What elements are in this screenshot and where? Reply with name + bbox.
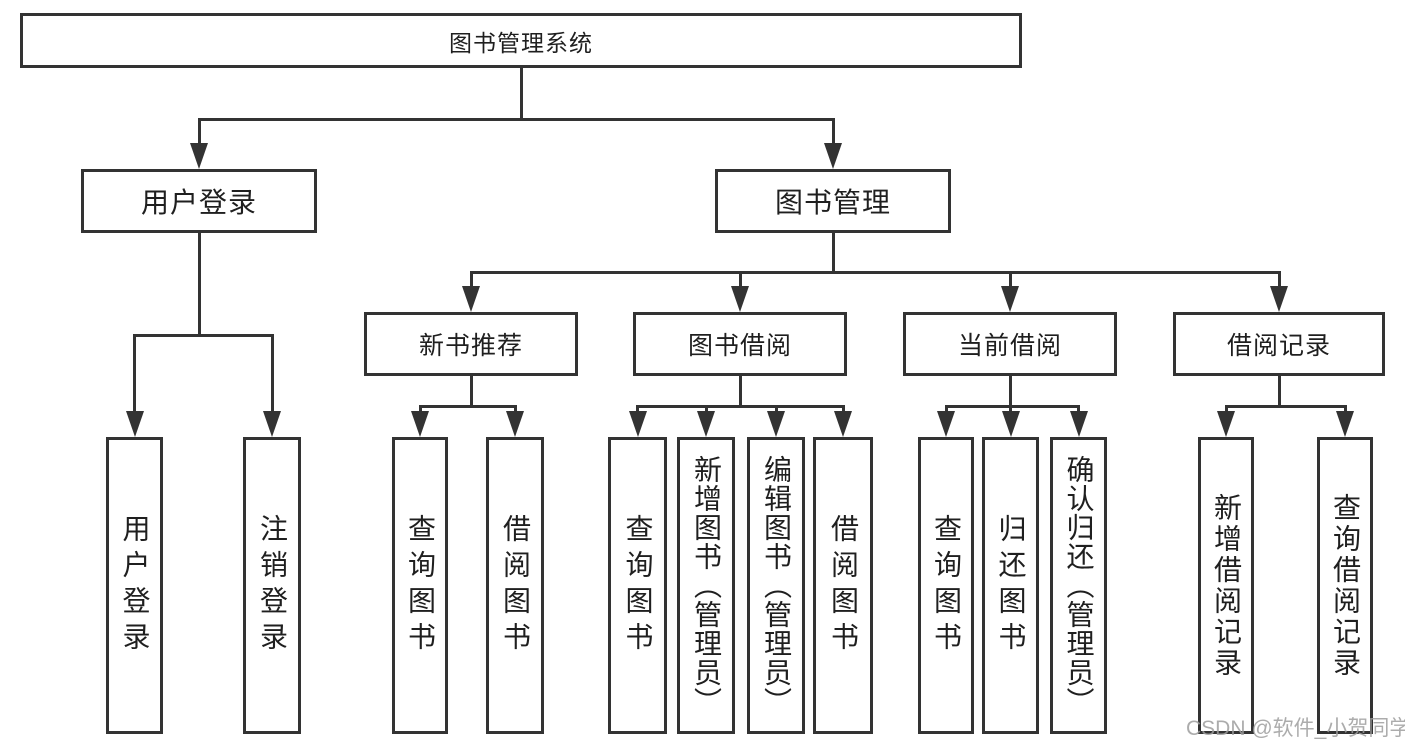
connector-line [944,406,948,414]
node-book-management: 图书管理 [715,169,951,233]
connector-line [704,406,708,414]
connector-line [1277,272,1281,289]
connector-line [636,404,845,408]
connector-line [197,117,835,121]
node-label: 借阅图书 [500,513,531,658]
connector-line [738,376,742,407]
arrowhead [628,411,647,437]
leaf-add-books-admin: 新增图书（管理员） [677,437,735,734]
node-label: 查询图书 [405,513,436,658]
arrowhead [263,411,281,437]
leaf-query-books-borrowing: 查询图书 [608,437,667,734]
arrowhead [697,411,715,437]
arrowhead [1270,286,1288,312]
arrowhead [1001,286,1019,312]
node-borrowing-records: 借阅记录 [1173,312,1385,376]
node-label: 确认归还（管理员） [1063,455,1095,716]
connector-line [636,406,639,414]
node-label: 新书推荐 [418,332,523,360]
arrowhead [1336,411,1354,437]
node-label: 新增借阅记录 [1211,492,1242,679]
leaf-query-books-recommend: 查询图书 [392,437,448,734]
connector-line [1077,406,1080,414]
connector-line [831,233,835,273]
connector-line [469,270,1281,274]
node-current-borrowing: 当前借阅 [903,312,1117,376]
leaf-borrow-books-recommend: 借阅图书 [486,437,544,734]
node-label: 注销登录 [257,513,288,658]
node-label: 查询图书 [931,513,962,658]
node-label: 用户登录 [119,513,151,658]
node-library-management-system: 图书管理系统 [20,13,1022,68]
node-label: 归还图书 [995,513,1027,658]
connector-line [469,376,473,407]
node-label: 查询借阅记录 [1330,492,1361,679]
connector-line [1224,404,1347,408]
leaf-borrow-books: 借阅图书 [813,437,873,734]
connector-line [1277,376,1281,407]
connector-line [133,333,274,337]
arrowhead [834,411,852,437]
arrowhead [824,143,842,169]
connector-line [1008,376,1012,407]
leaf-return-books: 归还图书 [982,437,1039,734]
node-label: 新增图书（管理员） [691,455,722,716]
connector-line [841,406,845,414]
node-label: 图书管理系统 [449,29,593,56]
node-label: 编辑图书（管理员） [761,455,792,716]
connector-line [418,406,422,414]
arrowhead [411,411,429,437]
node-label: 当前借阅 [957,332,1062,360]
connector-line [944,404,1080,408]
connector-line [738,272,742,289]
arrowhead [937,411,955,437]
node-user-login: 用户登录 [81,169,317,233]
arrowhead [767,411,785,437]
csdn-watermark: CSDN @软件_小贺同学 [1186,717,1405,740]
connector-line [270,335,274,414]
connector-line [1009,406,1012,414]
connector-line [133,335,136,414]
leaf-add-borrow-record: 新增借阅记录 [1198,437,1254,734]
arrowhead [731,286,749,312]
node-label: 借阅图书 [828,513,859,658]
leaf-query-borrow-record: 查询借阅记录 [1317,437,1373,734]
connector-line [1224,406,1228,414]
connector-line [469,272,473,289]
leaf-user-login: 用户登录 [106,437,163,734]
leaf-logout: 注销登录 [243,437,301,734]
arrowhead [462,286,480,312]
connector-line [831,119,835,147]
connector-line [774,406,778,414]
arrowhead [1217,411,1235,437]
node-label: 借阅记录 [1226,332,1331,360]
leaf-confirm-return-admin: 确认归还（管理员） [1050,437,1107,734]
connector-line [513,406,517,414]
connector-line [197,119,201,147]
connector-line [418,404,517,408]
node-label: 图书管理 [774,187,891,218]
connector-line [519,68,523,119]
leaf-edit-books-admin: 编辑图书（管理员） [747,437,805,734]
arrowhead [190,143,208,169]
connector-line [197,233,201,337]
arrowhead [1069,411,1088,437]
node-new-book-recommendation: 新书推荐 [364,312,578,376]
arrowhead [1001,411,1020,437]
node-label: 查询图书 [622,513,654,658]
node-label: 图书借阅 [687,332,792,360]
connector-line [1343,406,1347,414]
connector-line [1008,272,1012,289]
node-label: 用户登录 [140,187,257,218]
node-book-borrowing: 图书借阅 [633,312,847,376]
arrowhead [506,411,524,437]
leaf-query-books-current: 查询图书 [918,437,974,734]
arrowhead [125,411,144,437]
